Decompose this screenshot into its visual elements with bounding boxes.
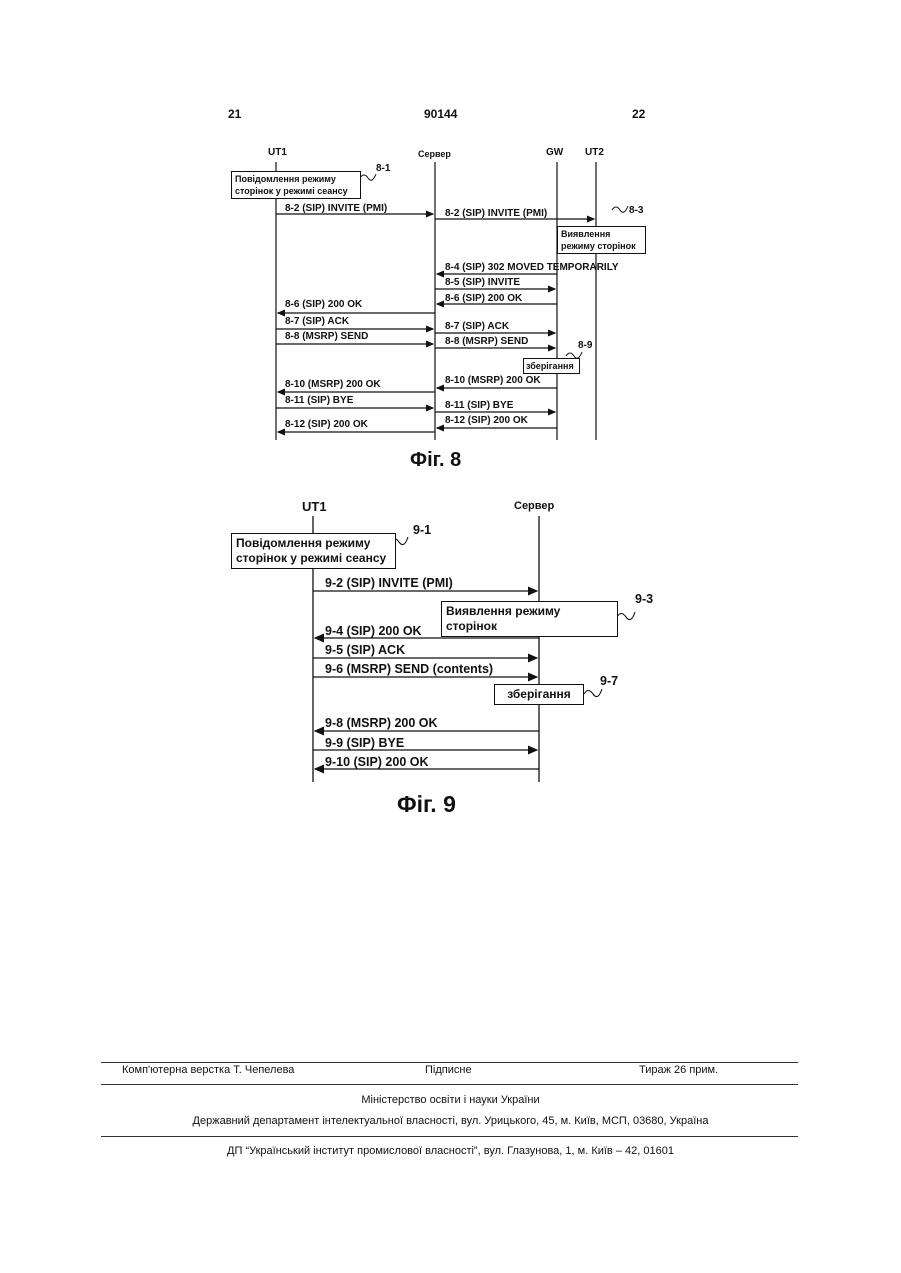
footer-department: Державний департамент інтелектуальної вл… bbox=[0, 1115, 901, 1127]
msg-9-4: 9-4 (SIP) 200 OK bbox=[325, 624, 422, 638]
fig9-ut1-label: UT1 bbox=[302, 499, 327, 514]
footer-rule-bottom bbox=[101, 1136, 798, 1137]
footer-ministry: Міністерство освіти і науки України bbox=[0, 1094, 901, 1106]
footer-layout-by: Комп'ютерна верстка Т. Чепелева bbox=[122, 1064, 294, 1076]
footer-signed: Підписне bbox=[425, 1064, 472, 1076]
box-9-1: Повідомлення режиму сторінок у режимі се… bbox=[231, 533, 396, 569]
box-9-1-line2: сторінок у режимі сеансу bbox=[236, 551, 391, 566]
msg-9-5: 9-5 (SIP) ACK bbox=[325, 643, 405, 657]
box-9-3-text: Виявлення режиму сторінок bbox=[446, 604, 560, 633]
box-9-1-line1: Повідомлення режиму bbox=[236, 536, 391, 551]
ref-9-1: 9-1 bbox=[413, 523, 431, 537]
msg-9-10: 9-10 (SIP) 200 OK bbox=[325, 755, 429, 769]
box-9-7: зберігання bbox=[494, 684, 584, 705]
msg-9-2: 9-2 (SIP) INVITE (PMI) bbox=[325, 576, 453, 590]
msg-9-9: 9-9 (SIP) BYE bbox=[325, 736, 404, 750]
msg-9-6: 9-6 (MSRP) SEND (contents) bbox=[325, 662, 493, 676]
ref-9-7: 9-7 bbox=[600, 674, 618, 688]
box-9-3: Виявлення режиму сторінок bbox=[441, 601, 618, 637]
figure-9-caption: Фіг. 9 bbox=[397, 791, 456, 818]
footer-circulation: Тираж 26 прим. bbox=[639, 1064, 718, 1076]
footer-rule-top bbox=[101, 1062, 798, 1063]
ref-9-3: 9-3 bbox=[635, 592, 653, 606]
msg-9-8: 9-8 (MSRP) 200 OK bbox=[325, 716, 438, 730]
footer-rule-middle bbox=[101, 1084, 798, 1085]
footer-institute: ДП “Український інститут промислової вла… bbox=[0, 1145, 901, 1157]
fig9-server-label: Сервер bbox=[514, 500, 554, 512]
box-9-7-text: зберігання bbox=[507, 687, 571, 701]
